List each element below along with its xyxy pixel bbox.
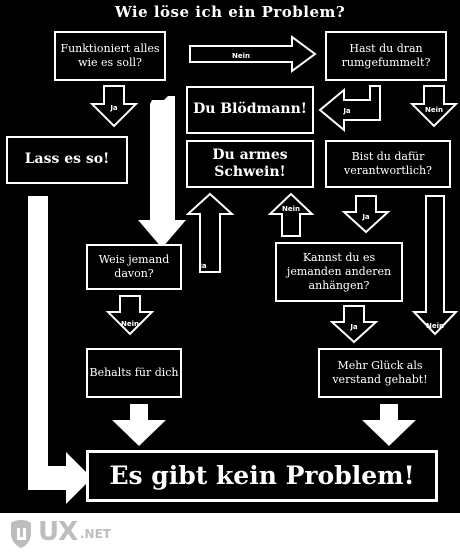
edge-label: Ja — [361, 213, 370, 221]
edge-label: Ja — [198, 262, 207, 270]
node-lass-es-so: Lass es so! — [6, 136, 128, 184]
node-bloedmann: Du Blödmann! — [186, 86, 314, 134]
edge-label: Ja — [109, 104, 118, 112]
node-mehr-glueck: Mehr Glück als verstand gehabt! — [318, 348, 442, 398]
arrow-down-icon — [138, 96, 186, 248]
page-title: Wie löse ich ein Problem? — [114, 3, 346, 21]
arrow-down-icon — [105, 295, 155, 336]
edge-label: Ja — [342, 107, 351, 115]
edge-label: Nein — [282, 205, 300, 213]
edge-label: Nein — [232, 52, 250, 60]
arrow-up-icon — [267, 192, 315, 237]
footer-bar: UX .NET — [0, 513, 460, 555]
arrow-down-icon — [329, 305, 379, 344]
arrow-down-icon — [112, 404, 166, 446]
arrow-right-icon — [189, 35, 317, 73]
node-funktioniert: Funktioniert alles wie es soll? — [54, 31, 166, 81]
logo-text: UX — [38, 517, 78, 547]
logo-tld: .NET — [80, 527, 111, 541]
arrow-up-icon — [185, 192, 235, 273]
arrow-down-icon — [411, 195, 459, 336]
node-armes-schwein: Du armes Schwein! — [186, 140, 314, 188]
arrow-down-icon — [341, 195, 391, 234]
logo-icon — [11, 520, 31, 548]
edge-label: Nein — [426, 322, 444, 330]
edge-label: Nein — [121, 320, 139, 328]
node-rumgefummelt: Hast du dran rumgefummelt? — [325, 31, 447, 81]
node-behalts: Behalts für dich — [86, 348, 182, 398]
node-anhaengen: Kannst du es jemanden anderen anhängen? — [275, 242, 403, 302]
edge-label: Nein — [425, 106, 443, 114]
arrow-down-icon — [89, 85, 139, 128]
arrow-right-icon — [28, 196, 92, 504]
arrow-down-icon — [362, 404, 416, 446]
node-weis-jemand: Weis jemand davon? — [86, 244, 182, 290]
node-verantwortlich: Bist du dafür verantwortlich? — [325, 140, 451, 188]
arrow-down-icon — [409, 85, 459, 128]
node-kein-problem: Es gibt kein Problem! — [86, 450, 438, 502]
arrow-left-icon — [318, 85, 381, 133]
edge-label: Ja — [349, 323, 358, 331]
